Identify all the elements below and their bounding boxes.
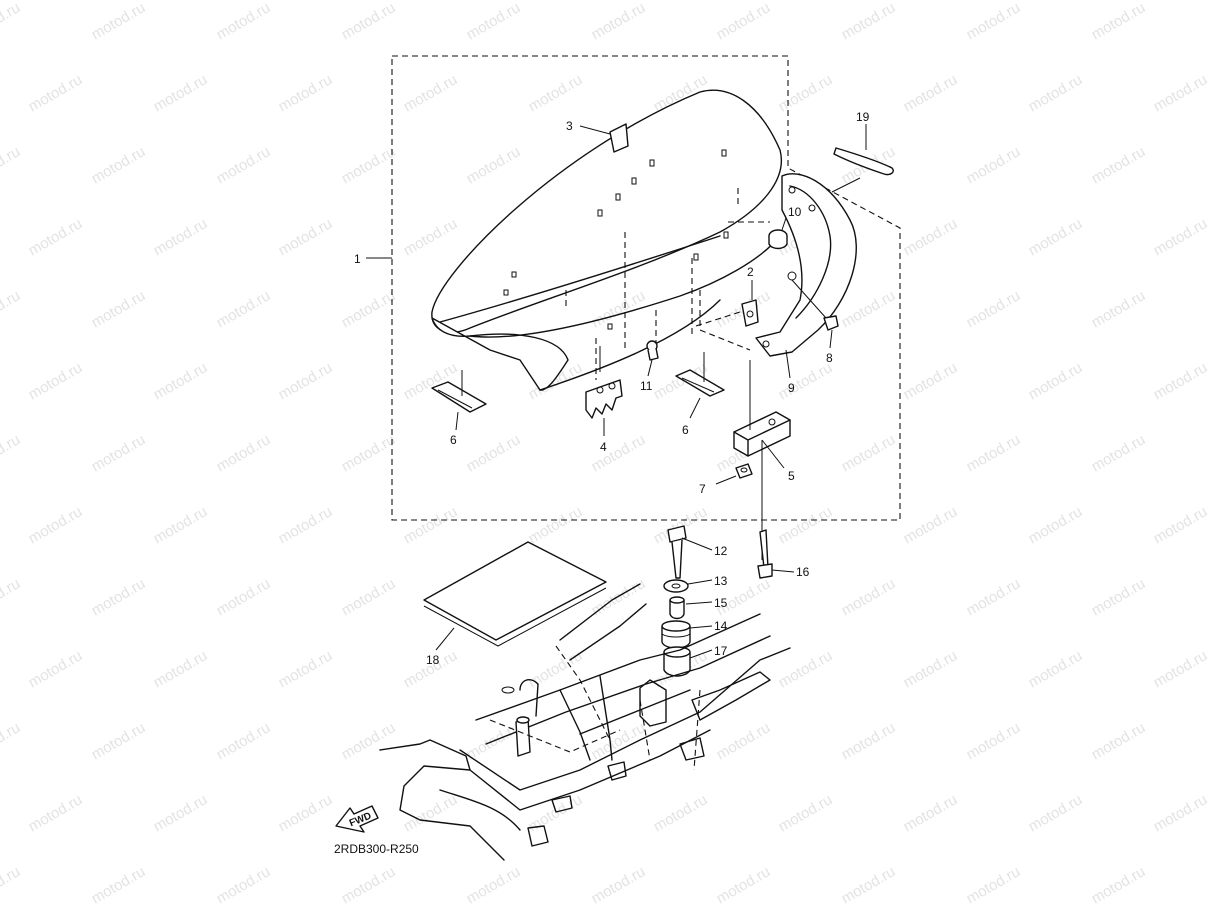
seat-part-1 [431, 89, 783, 391]
damper-part-6-left [431, 370, 487, 431]
callout-17: 17 [714, 644, 728, 658]
nut-part-7 [715, 463, 753, 485]
emblem-part-19 [831, 124, 894, 193]
bolt-part-11 [646, 340, 659, 377]
callout-18: 18 [426, 653, 440, 667]
callout-4: 4 [600, 440, 607, 454]
tail-cover-part-9 [755, 173, 857, 379]
callout-6-right: 6 [682, 423, 689, 437]
callout-8: 8 [826, 351, 833, 365]
collar-part-17 [663, 646, 713, 677]
callout-7: 7 [699, 482, 706, 496]
callout-1: 1 [354, 252, 361, 266]
bracket-part-2 [695, 280, 759, 351]
diagram-code: 2RDB300-R250 [334, 842, 419, 856]
strap-part-3 [579, 123, 629, 153]
callout-19: 19 [856, 110, 870, 124]
lock-part-5 [733, 360, 791, 560]
fwd-arrow-icon: FWD [335, 805, 379, 833]
damper-part-14 [661, 620, 713, 649]
callout-2: 2 [747, 265, 754, 279]
collar-part-15 [669, 596, 713, 620]
sheet-part-18 [423, 541, 607, 651]
callout-6-left: 6 [450, 433, 457, 447]
callout-16: 16 [796, 565, 810, 579]
callout-12: 12 [714, 544, 728, 558]
callout-3: 3 [566, 119, 573, 133]
seat-assembly-boundary [391, 55, 901, 521]
nut-part-8 [791, 279, 839, 349]
callout-labels: 1 2 3 4 5 6 6 7 8 9 10 11 12 13 14 15 16… [354, 110, 870, 667]
seat-stitch-marks [503, 149, 729, 330]
callout-13: 13 [714, 574, 728, 588]
callout-9: 9 [788, 381, 795, 395]
hook-part-4 [585, 379, 623, 436]
callout-10: 10 [788, 205, 802, 219]
bolt-part-12 [667, 525, 713, 579]
frame [379, 583, 791, 861]
washer-part-13 [663, 579, 713, 593]
damper-part-6-right [675, 352, 725, 419]
callout-11: 11 [640, 379, 653, 393]
callout-14: 14 [714, 619, 728, 633]
callout-15: 15 [714, 596, 728, 610]
bolt-part-16 [757, 529, 795, 579]
callout-5: 5 [788, 469, 795, 483]
grommet-part-10 [768, 217, 788, 250]
